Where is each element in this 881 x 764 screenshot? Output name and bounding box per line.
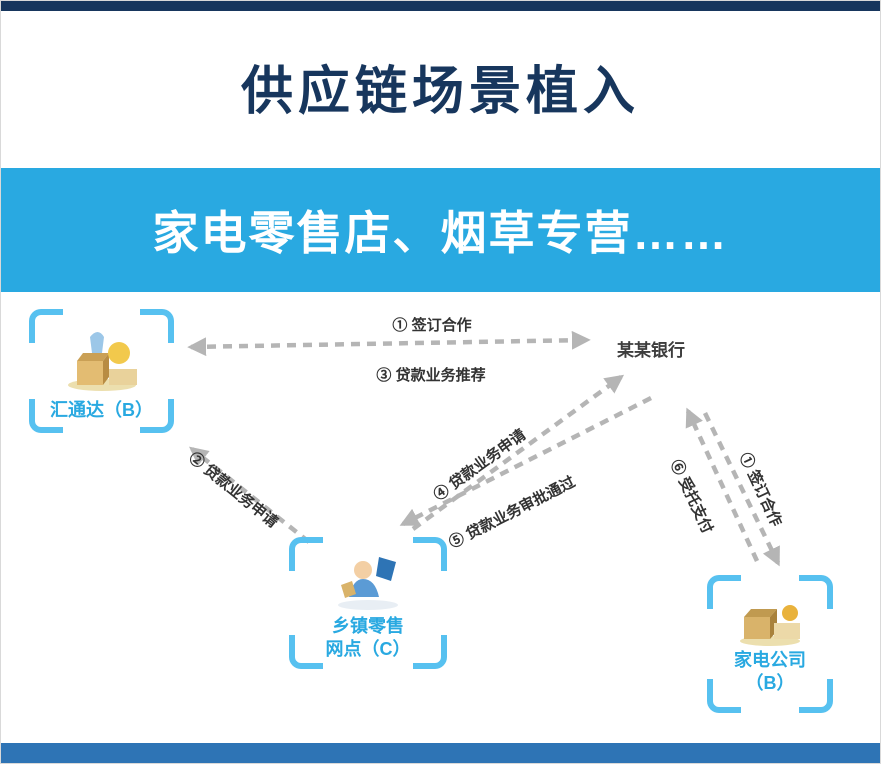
node-huitongda: 汇通达（B） (29, 309, 174, 433)
edge-label-loan-recommendation: ③ 贷款业务推荐 (376, 367, 486, 384)
node-label-appliance-line2: （B） (745, 672, 795, 693)
bottom-accent-bar (1, 743, 880, 763)
goods-icon (730, 589, 810, 652)
corner-bracket (140, 399, 174, 433)
corner-bracket (289, 635, 323, 669)
retail-person-icon (323, 545, 413, 616)
node-appliance-company: 家电公司 （B） (707, 575, 833, 713)
edge-label-entrusted-payment: ⑥ 受托支付 (666, 457, 716, 537)
subtitle-banner: 家电零售店、烟草专营…… (1, 168, 880, 292)
node-label-huitongda: 汇通达（B） (50, 400, 153, 420)
goods-icon (57, 323, 147, 398)
edge-label-loan-application-to-bank: ④ 贷款业务申请 (430, 426, 530, 505)
node-label-appliance-line1: 家电公司 (734, 650, 806, 670)
corner-bracket (707, 679, 741, 713)
corner-bracket (413, 635, 447, 669)
node-label-outlet: 乡镇零售 网点（C） (289, 615, 447, 660)
top-accent-bar (1, 1, 880, 11)
edge-label-sign-cooperation-top: ① 签订合作 (392, 317, 472, 334)
arrow-cooperation-top (187, 330, 591, 357)
corner-bracket (29, 309, 63, 343)
corner-bracket (140, 309, 174, 343)
edge-label-loan-application-to-huitongda: ② 贷款业务申请 (185, 449, 281, 532)
corner-bracket (29, 399, 63, 433)
subtitle-banner-text: 家电零售店、烟草专营…… (152, 207, 729, 259)
node-bank-label: 某某银行 (617, 341, 685, 360)
corner-bracket (289, 537, 323, 571)
edge-label-sign-cooperation-right: ① 签订合作 (735, 450, 785, 530)
node-rural-retail-outlet: 乡镇零售 网点（C） (289, 537, 447, 669)
page-title: 供应链场景植入 (240, 63, 640, 121)
node-label-outlet-line2: 网点（C） (325, 638, 411, 659)
corner-bracket (799, 679, 833, 713)
corner-bracket (413, 537, 447, 571)
node-label-appliance: 家电公司 （B） (707, 649, 833, 694)
corner-bracket (799, 575, 833, 609)
node-label-outlet-line1: 乡镇零售 (332, 616, 404, 636)
corner-bracket (707, 575, 741, 609)
